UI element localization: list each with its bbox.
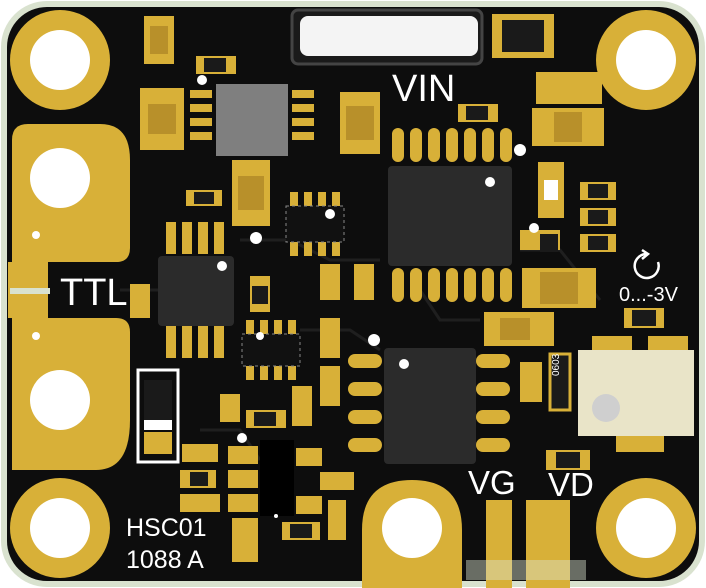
code-label: 1088 A bbox=[126, 546, 204, 574]
ic-small-upper bbox=[285, 192, 345, 256]
vias bbox=[32, 75, 539, 518]
edge-fingers bbox=[486, 500, 570, 588]
chip-marking: 0603 bbox=[551, 353, 562, 376]
voltage-range-label: 0...-3V bbox=[619, 284, 678, 306]
solder-mask bbox=[7, 7, 699, 581]
vg-label: VG bbox=[468, 464, 516, 501]
smd-passives bbox=[130, 14, 664, 562]
vd-label: VD bbox=[548, 466, 594, 503]
ic-mosfet-driver bbox=[348, 348, 510, 464]
edge-finger-shine bbox=[466, 560, 586, 580]
ic-ttl-interface bbox=[158, 222, 234, 358]
trimmer-potentiometer bbox=[578, 336, 694, 452]
diode bbox=[136, 368, 180, 464]
ttl-label: TTL bbox=[60, 272, 128, 314]
pad-holes bbox=[30, 30, 676, 558]
vin-label: VIN bbox=[392, 68, 456, 110]
top-connector-window bbox=[300, 16, 478, 56]
ic-main-controller bbox=[388, 128, 512, 302]
rotate-arrow-icon bbox=[633, 248, 660, 280]
ic-regulator bbox=[190, 84, 314, 156]
model-label: HSC01 bbox=[126, 514, 207, 542]
ic-small-lower bbox=[241, 320, 301, 380]
edge-gap bbox=[10, 288, 50, 294]
